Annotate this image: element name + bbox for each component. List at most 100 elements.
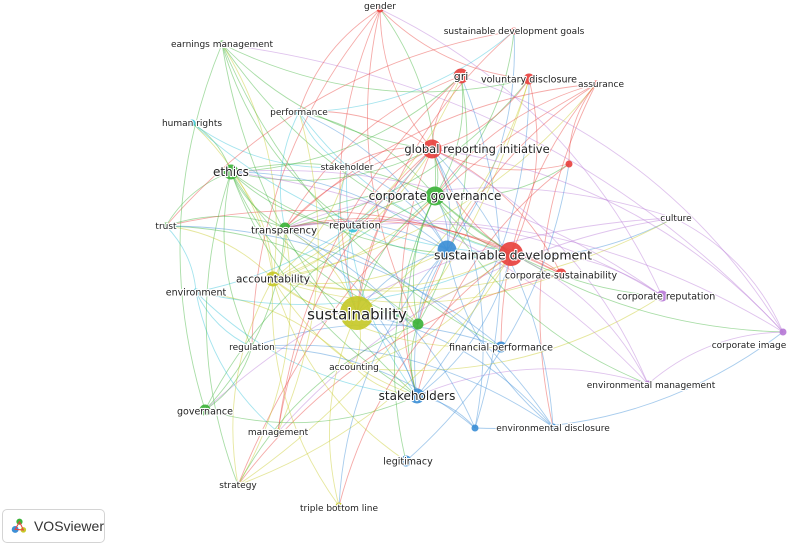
node-ethics[interactable] xyxy=(223,164,239,180)
node-label-corpgov[interactable]: corporate governance xyxy=(368,188,503,204)
node-label-sustainability[interactable]: sustainability xyxy=(306,304,408,324)
node-label-strategy[interactable]: strategy xyxy=(218,480,258,492)
node-legitimacy[interactable] xyxy=(400,455,412,467)
node-reputation[interactable] xyxy=(347,221,359,233)
node-redsmall[interactable] xyxy=(565,160,573,168)
node-management[interactable] xyxy=(274,428,282,436)
node-stakeholders[interactable] xyxy=(409,388,425,404)
node-humanrights[interactable] xyxy=(188,119,196,127)
node-label-envdisc[interactable]: environmental disclosure xyxy=(495,423,611,435)
node-assurance[interactable] xyxy=(592,80,600,88)
node-label-corpimage[interactable]: corporate image xyxy=(711,340,788,352)
node-envdisc[interactable] xyxy=(549,423,557,431)
network-edge xyxy=(272,217,675,292)
node-performance[interactable] xyxy=(295,108,303,116)
node-corprep[interactable] xyxy=(656,290,668,302)
node-governance[interactable] xyxy=(199,404,211,416)
network-edge xyxy=(221,43,418,397)
node-label-gender[interactable]: gender xyxy=(363,1,397,13)
node-label-accounting[interactable]: accounting xyxy=(328,362,380,374)
node-accounting[interactable] xyxy=(350,363,358,371)
node-label-trust[interactable]: trust xyxy=(154,221,178,233)
node-corpgov[interactable] xyxy=(425,186,445,206)
network-edge xyxy=(195,291,279,433)
node-finperf[interactable] xyxy=(495,341,507,353)
node-label-governance[interactable]: governance xyxy=(176,405,234,418)
node-label-sustdev[interactable]: sustainable development xyxy=(433,246,593,263)
node-bluesmall[interactable] xyxy=(471,424,479,432)
network-edge xyxy=(379,8,436,197)
node-label-corprep[interactable]: corporate reputation xyxy=(616,290,717,303)
node-label-management[interactable]: management xyxy=(247,427,310,439)
node-label-assurance[interactable]: assurance xyxy=(577,79,626,91)
node-label-ethics[interactable]: ethics xyxy=(212,164,250,180)
network-edge xyxy=(431,148,512,255)
network-edge xyxy=(356,312,554,428)
node-label-earnings[interactable]: earnings management xyxy=(170,39,275,51)
network-edge xyxy=(510,78,538,255)
network-edge xyxy=(272,278,418,397)
network-edge xyxy=(416,163,570,397)
network-edge xyxy=(165,171,232,227)
node-label-stakeholder[interactable]: stakeholder xyxy=(319,162,374,174)
node-regulation[interactable] xyxy=(248,343,256,351)
node-label-gri[interactable]: gri xyxy=(453,69,470,84)
node-trust[interactable] xyxy=(162,222,170,230)
network-edge xyxy=(416,368,649,397)
node-gri[interactable] xyxy=(453,68,469,84)
network-edge xyxy=(412,195,436,325)
network-edge xyxy=(230,171,419,325)
node-earnings[interactable] xyxy=(218,40,226,48)
network-edge xyxy=(284,227,554,428)
node-label-finperf[interactable]: financial performance xyxy=(448,341,554,354)
node-strategy[interactable] xyxy=(234,481,242,489)
node-label-gri_full[interactable]: global reporting initiative xyxy=(403,141,551,157)
node-sdg[interactable] xyxy=(510,27,518,35)
node-greensmall[interactable] xyxy=(412,318,424,330)
network-edge xyxy=(165,225,419,325)
network-edge xyxy=(251,8,381,348)
node-label-accountability[interactable]: accountability xyxy=(235,273,311,287)
network-edge xyxy=(284,220,562,275)
node-label-stakeholders[interactable]: stakeholders xyxy=(378,388,457,404)
network-edge xyxy=(179,43,223,411)
node-label-envmgmt[interactable]: environmental management xyxy=(586,380,717,392)
node-accountability[interactable] xyxy=(265,271,281,287)
node-culture[interactable] xyxy=(670,214,678,222)
node-label-environment[interactable]: environment xyxy=(165,286,228,299)
node-gri_full[interactable] xyxy=(422,139,442,159)
node-envmgmt[interactable] xyxy=(644,380,652,388)
node-label-sdg[interactable]: sustainable development goals xyxy=(443,26,586,38)
network-edge xyxy=(237,253,512,486)
node-voluntary[interactable] xyxy=(523,73,535,85)
node-gender[interactable] xyxy=(376,5,384,13)
node-label-culture[interactable]: culture xyxy=(659,213,693,225)
node-label-performance[interactable]: performance xyxy=(269,107,329,119)
node-corpsust[interactable] xyxy=(555,268,567,280)
node-bluebig[interactable] xyxy=(437,240,457,260)
node-label-legitimacy[interactable]: legitimacy xyxy=(382,455,434,468)
node-tbl[interactable] xyxy=(335,502,343,510)
node-label-regulation[interactable]: regulation xyxy=(228,342,276,354)
network-edge xyxy=(230,171,649,385)
network-edge xyxy=(272,278,407,462)
network-edge xyxy=(277,111,319,433)
node-label-corpsust[interactable]: corporate sustainability xyxy=(504,269,619,282)
node-sustdev[interactable] xyxy=(499,242,523,266)
network-edges xyxy=(165,8,784,507)
node-label-voluntary[interactable]: voluntary disclosure xyxy=(480,73,578,86)
node-label-tbl[interactable]: triple bottom line xyxy=(299,503,380,515)
network-edge xyxy=(272,278,502,349)
node-environment[interactable] xyxy=(192,288,200,296)
network-edge xyxy=(367,8,419,325)
node-label-transparency[interactable]: transparency xyxy=(250,224,318,237)
node-label-humanrights[interactable]: human rights xyxy=(161,118,224,130)
network-edge xyxy=(434,30,515,197)
network-edge xyxy=(272,75,462,280)
node-transparency[interactable] xyxy=(279,222,291,234)
node-corpimage[interactable] xyxy=(779,328,787,336)
node-label-reputation[interactable]: reputation xyxy=(328,219,382,232)
node-sustainability[interactable] xyxy=(340,296,374,330)
vosviewer-brand-badge[interactable]: VOSviewer xyxy=(2,509,105,543)
node-stakeholder[interactable] xyxy=(343,163,351,171)
